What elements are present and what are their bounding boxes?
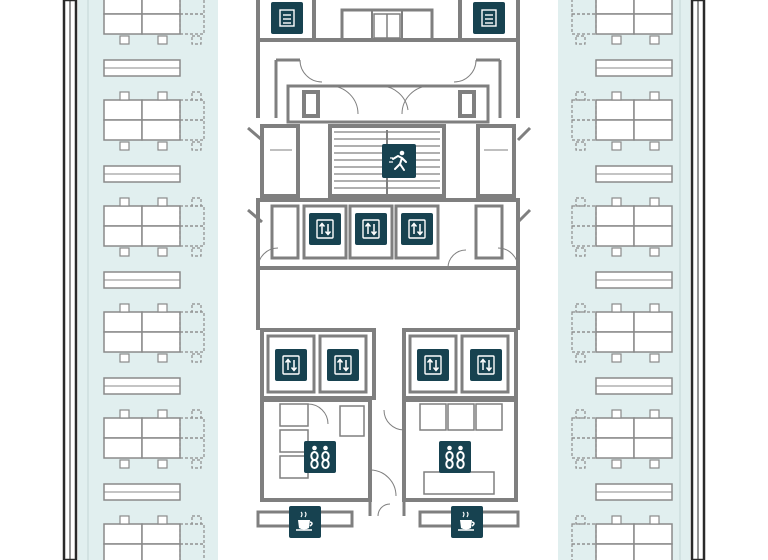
desk-cluster	[103, 515, 205, 560]
desk-cluster	[103, 91, 205, 151]
storage-unit	[103, 483, 181, 501]
desk-cluster	[571, 515, 673, 560]
desk-cluster	[103, 0, 205, 45]
storage-unit	[595, 165, 673, 183]
storage-unit	[595, 483, 673, 501]
stairs-icon	[473, 2, 505, 34]
elevator-icon	[470, 349, 502, 381]
storage-unit	[595, 271, 673, 289]
desk-cluster	[571, 0, 673, 45]
elevator-icon	[309, 213, 341, 245]
coffee-icon	[289, 506, 321, 538]
desk-cluster	[571, 197, 673, 257]
desk-cluster	[571, 91, 673, 151]
badges	[271, 2, 505, 538]
emergency-exit-icon	[382, 144, 416, 178]
desk-cluster	[571, 303, 673, 363]
desk-cluster	[103, 409, 205, 469]
restroom-icon	[304, 441, 336, 473]
storage-unit	[595, 59, 673, 77]
desk-cluster	[103, 303, 205, 363]
desk-cluster	[571, 409, 673, 469]
restroom-icon	[439, 441, 471, 473]
storage-unit	[595, 377, 673, 395]
elevator-icon	[401, 213, 433, 245]
coffee-icon	[451, 506, 483, 538]
elevator-icon	[327, 349, 359, 381]
elevator-icon	[355, 213, 387, 245]
elevator-icon	[275, 349, 307, 381]
storage-unit	[103, 271, 181, 289]
desk-clusters-east	[571, 0, 673, 560]
desk-clusters-west	[103, 0, 205, 560]
building-core	[247, 0, 532, 528]
storage-unit	[103, 165, 181, 183]
storage-unit	[103, 59, 181, 77]
elevator-icon	[417, 349, 449, 381]
storage-unit	[103, 377, 181, 395]
desk-cluster	[103, 197, 205, 257]
stairs-icon	[271, 2, 303, 34]
